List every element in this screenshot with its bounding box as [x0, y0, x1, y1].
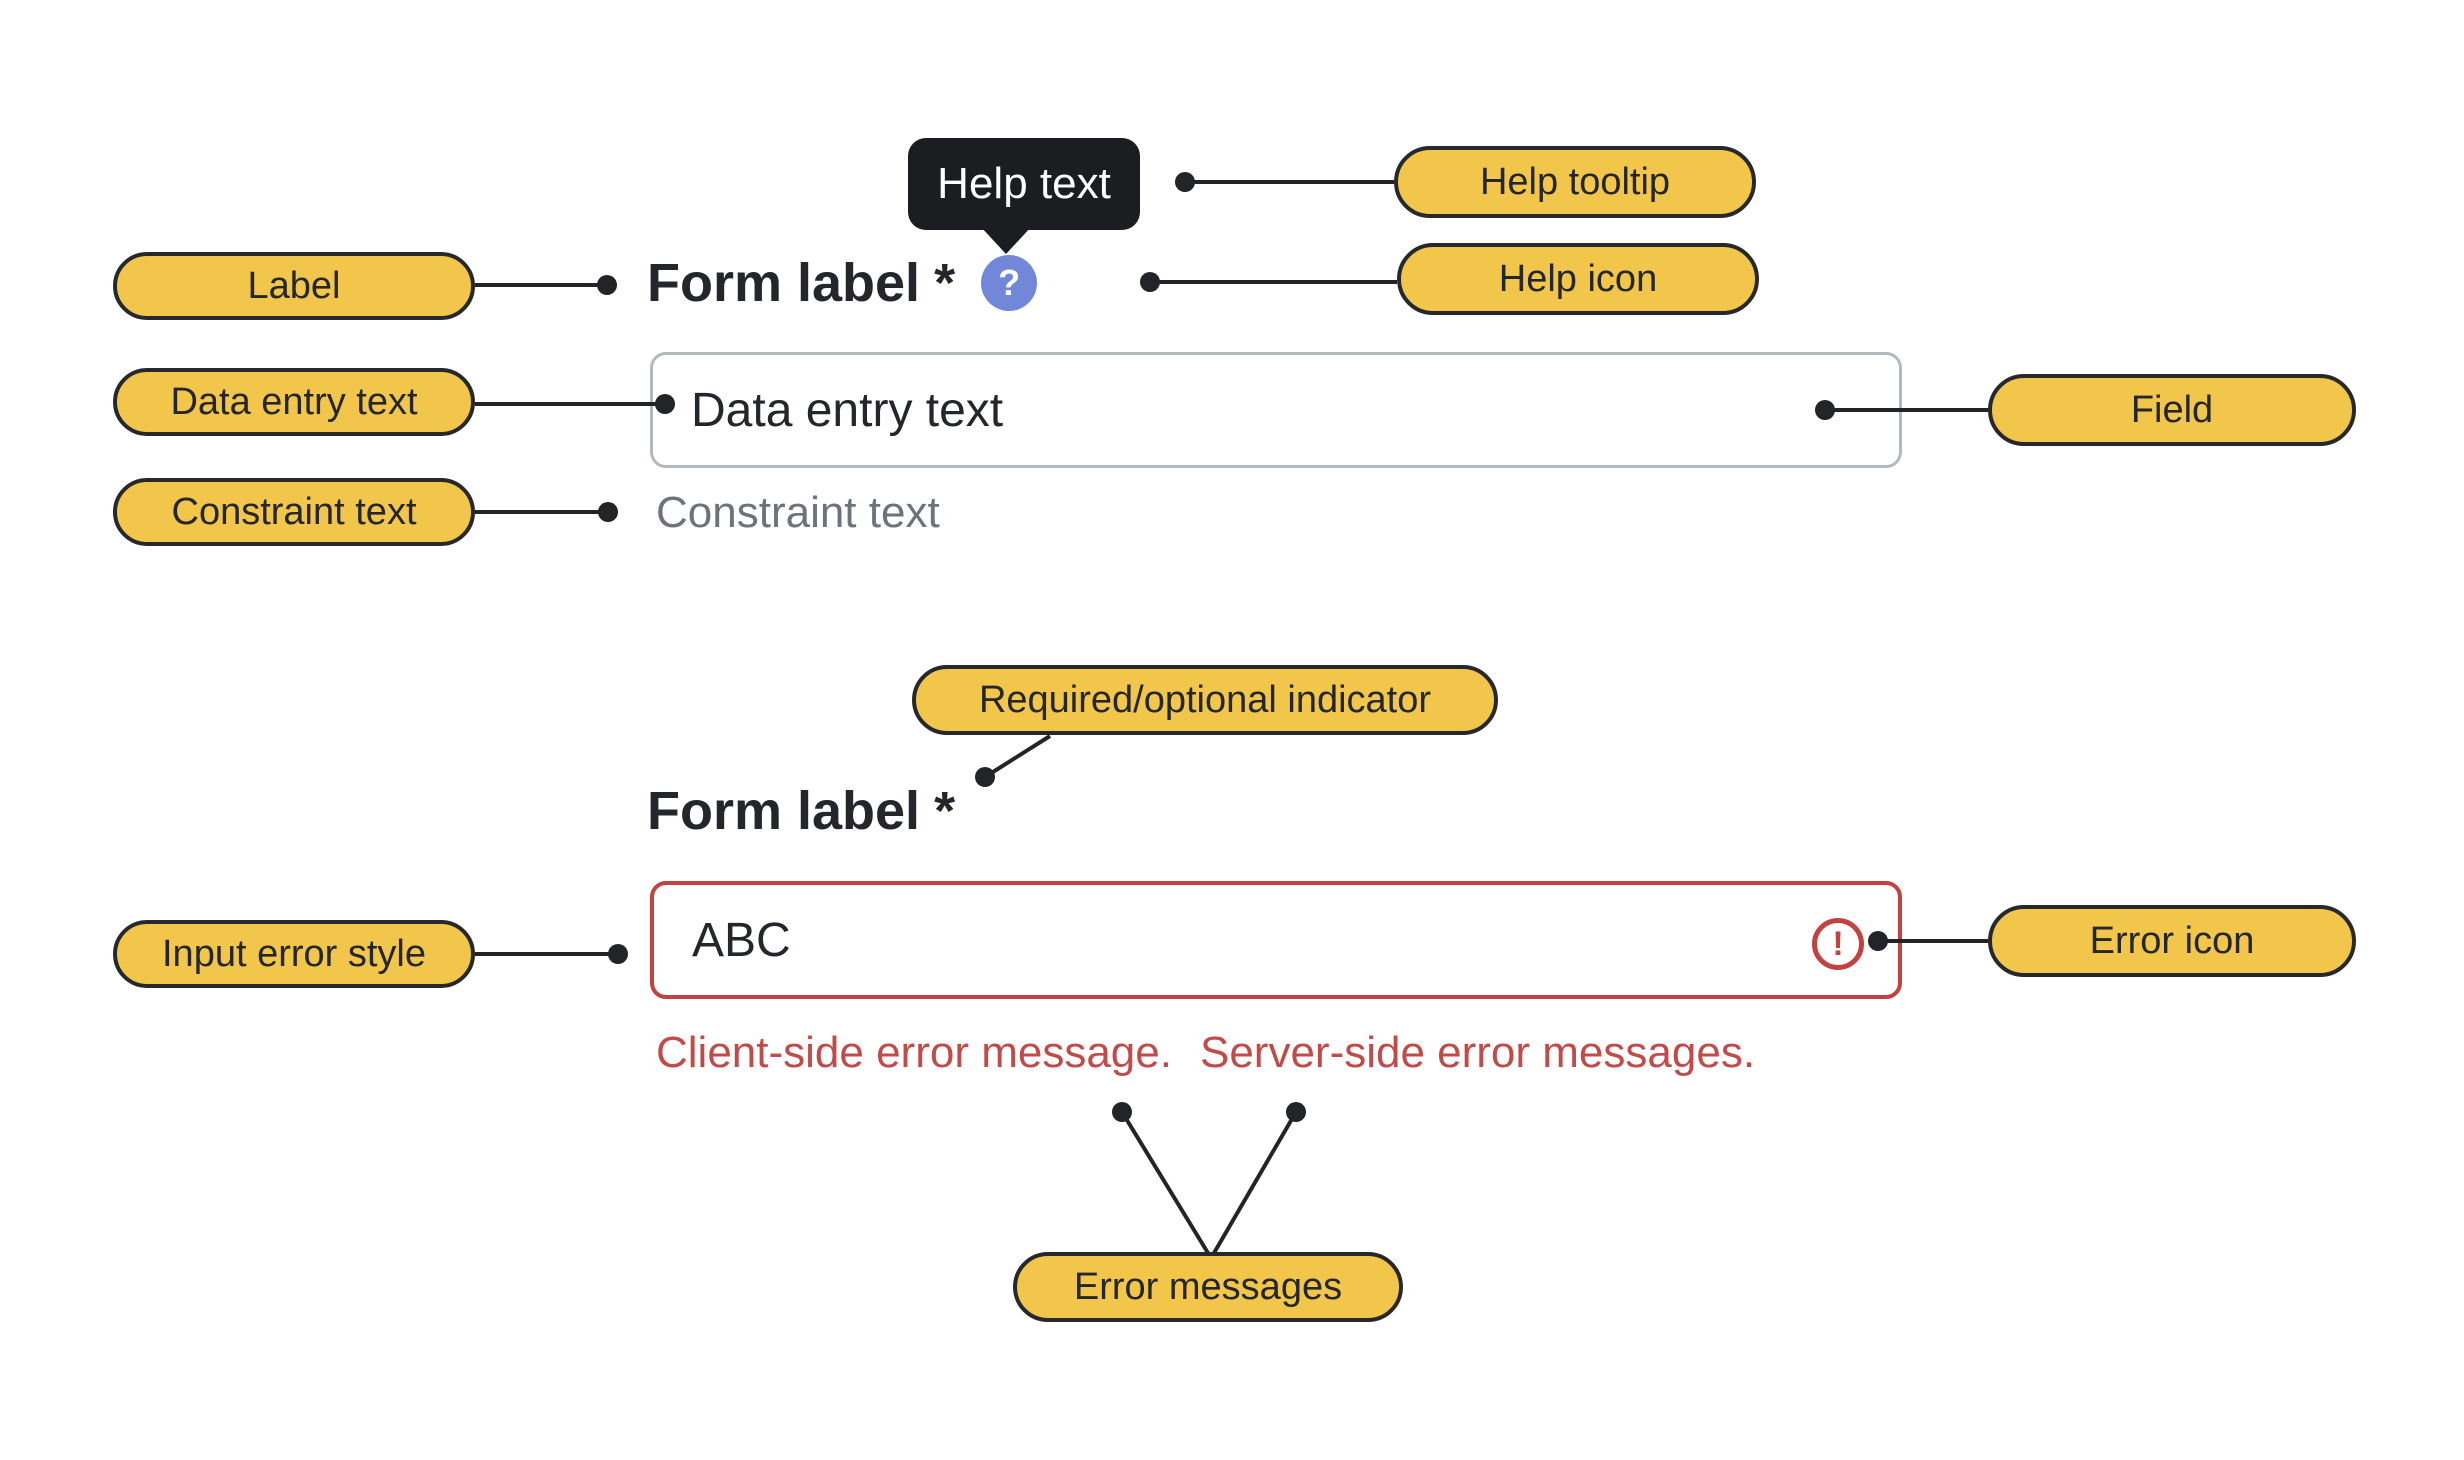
text-input-field[interactable]: Data entry text: [650, 352, 1902, 468]
connector-required-indicator-line: [983, 734, 1052, 779]
connector-input-error-dot: [608, 944, 628, 964]
connector-help-icon-dot: [1140, 272, 1160, 292]
annotation-help-tooltip: Help tooltip: [1394, 146, 1756, 218]
connector-error-msg-left-line: [1120, 1110, 1210, 1255]
annotation-constraint-text: Constraint text: [113, 478, 475, 546]
connector-label-dot: [597, 275, 617, 295]
constraint-text: Constraint text: [656, 488, 940, 537]
error-messages-text: Client-side error message. Server-side er…: [656, 1028, 1755, 1078]
help-tooltip-text: Help text: [937, 159, 1111, 208]
annotation-help-icon: Help icon: [1397, 243, 1759, 315]
connector-constraint-dot: [598, 502, 618, 522]
help-tooltip-arrow: [980, 226, 1032, 254]
client-error-message: Client-side error message.: [656, 1028, 1172, 1077]
error-icon-glyph: !: [1832, 924, 1844, 963]
annotation-field: Field: [1988, 374, 2356, 446]
annotation-data-entry-text: Data entry text: [113, 368, 475, 436]
annotation-required-optional-indicator: Required/optional indicator: [912, 665, 1498, 735]
form-label-row: Form label * ?: [647, 252, 1038, 314]
help-icon-glyph: ?: [998, 262, 1021, 303]
required-indicator: *: [934, 253, 956, 313]
text-input-field-error[interactable]: ABC: [650, 881, 1902, 999]
required-indicator: *: [934, 781, 956, 841]
connector-error-msg-right-line: [1212, 1110, 1298, 1255]
annotation-error-messages: Error messages: [1013, 1252, 1403, 1322]
annotation-label: Label: [113, 252, 475, 320]
form-label-row-error: Form label *: [647, 780, 955, 842]
annotation-error-icon: Error icon: [1988, 905, 2356, 977]
connector-help-tooltip-dot: [1175, 172, 1195, 192]
error-icon: !: [1812, 918, 1864, 970]
help-icon[interactable]: ?: [981, 255, 1038, 311]
server-error-message: Server-side error messages.: [1199, 1028, 1756, 1077]
form-label: Form label: [647, 781, 921, 841]
help-tooltip-bubble: Help text: [908, 138, 1140, 230]
input-value: Data entry text: [691, 383, 1004, 437]
connector-error-msg-right-dot: [1286, 1102, 1306, 1122]
connector-error-msg-left-dot: [1112, 1102, 1132, 1122]
connector-required-indicator-dot: [975, 767, 995, 787]
input-value: ABC: [692, 913, 791, 967]
annotation-input-error-style: Input error style: [113, 920, 475, 988]
form-label: Form label: [647, 253, 921, 313]
